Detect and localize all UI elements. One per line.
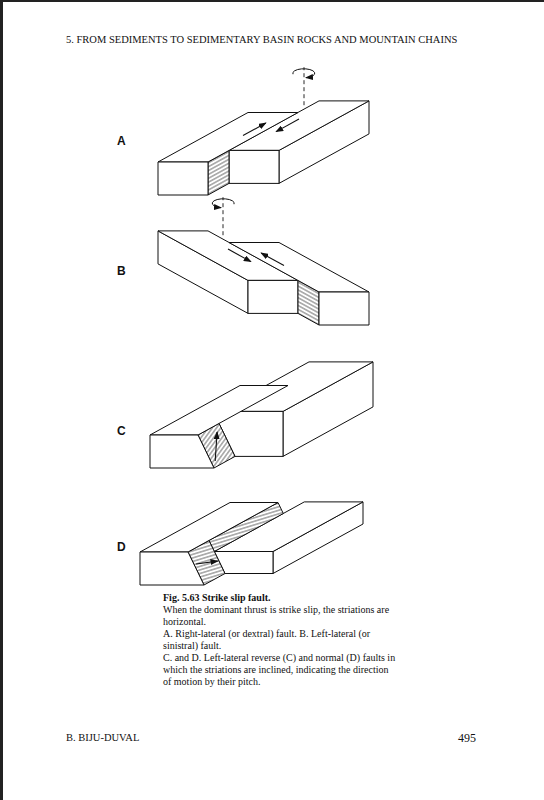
reverse-fault-blocks [150, 362, 373, 468]
block-face [158, 113, 298, 163]
block-front-face [158, 162, 208, 195]
caption-text: When the dominant thrust is strike slip,… [163, 604, 399, 628]
panel-letter: B [117, 264, 126, 278]
strike-slip-block-pair [158, 197, 369, 325]
figure-caption-block: Fig. 5.63 Strike slip fault.When the dom… [163, 592, 399, 688]
slip-arrow [261, 253, 284, 266]
rotation-axis [223, 197, 224, 235]
block-front-face [150, 435, 214, 468]
scan-border [0, 0, 544, 2]
normal-fault-blocks [140, 502, 363, 585]
caption-text: A. Right-lateral (or dextral) fault. B. … [163, 628, 399, 652]
slip-arrow [215, 432, 217, 461]
rotation-sense-symbol [293, 69, 315, 78]
rotation-axis [304, 67, 305, 105]
panel-letter: D [117, 540, 126, 554]
page-number: 495 [458, 731, 476, 746]
slip-arrow [196, 561, 217, 564]
slip-arrow [276, 119, 299, 132]
block-front-face [248, 280, 298, 313]
caption-text: C. and D. Left-lateral reverse (C) and n… [163, 652, 399, 688]
figure-title: Fig. 5.63 Strike slip fault. [163, 592, 399, 604]
author-footer: B. BIJU-DUVAL [66, 732, 139, 743]
rotation-sense-symbol [212, 199, 234, 208]
strike-slip-block-pair [158, 67, 369, 195]
panel-letter: C [117, 424, 126, 438]
block-front-face [319, 292, 369, 325]
slip-arrow [243, 123, 266, 136]
block-face [140, 503, 278, 553]
block-front-face [229, 150, 279, 183]
panel-letter: A [117, 134, 126, 148]
block-face [150, 386, 288, 436]
slip-arrow [228, 249, 251, 262]
running-head: 5. FROM SEDIMENTS TO SEDIMENTARY BASIN R… [66, 34, 457, 45]
scan-border [0, 0, 3, 800]
block-front-face [140, 552, 204, 585]
block-face [229, 243, 369, 293]
